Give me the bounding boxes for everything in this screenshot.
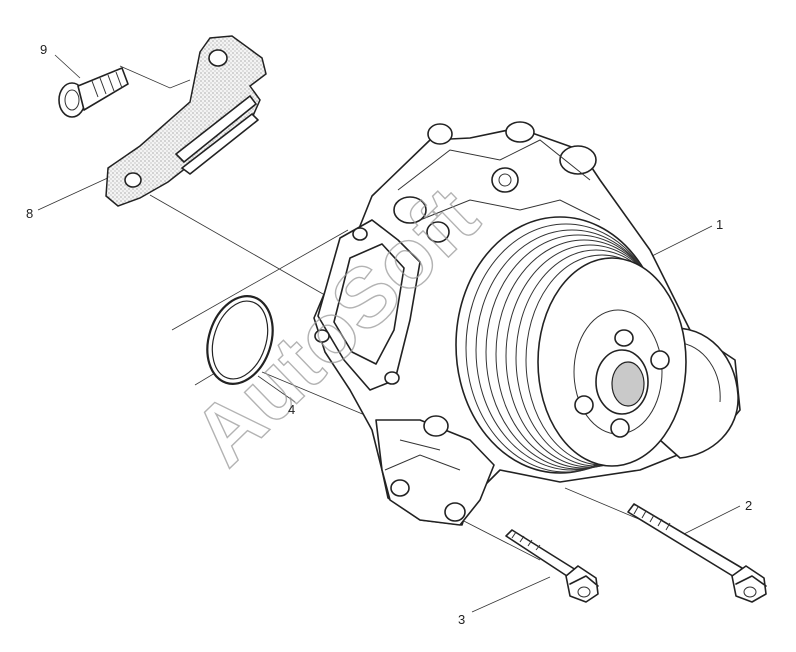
- bolt-part-3: [505, 529, 599, 603]
- assembly-line-bolt9: [119, 65, 191, 89]
- callout-label-4: 4: [288, 402, 295, 417]
- assembly-line-bracket: [149, 194, 331, 299]
- bolt-part-2: [627, 503, 767, 603]
- callout-label-9: 9: [40, 42, 47, 57]
- hub-bolt-bottom: [610, 418, 630, 438]
- water-pump-part-1: [313, 121, 741, 526]
- assembly-line-gasket-top: [171, 229, 349, 331]
- bracket-part-8: [105, 35, 267, 207]
- leader-8: [37, 175, 113, 211]
- callout-label-1: 1: [716, 217, 723, 232]
- screw-part-9: [58, 67, 129, 118]
- callout-label-2: 2: [745, 498, 752, 513]
- hub-bolt-left: [574, 395, 594, 415]
- hub-bolt-top: [614, 329, 634, 347]
- leader-9: [54, 54, 81, 79]
- o-ring-part-4: [206, 295, 274, 385]
- callout-label-3: 3: [458, 612, 465, 627]
- leader-4: [257, 375, 296, 403]
- assembly-line-gasket-left: [194, 372, 216, 386]
- leader-2: [679, 505, 741, 537]
- assembly-line-bolt3: [457, 517, 541, 561]
- leader-3: [471, 576, 551, 613]
- assembly-line-gasket-bottom: [261, 371, 373, 419]
- hub-bolt-right: [650, 350, 670, 370]
- callout-label-8: 8: [26, 206, 33, 221]
